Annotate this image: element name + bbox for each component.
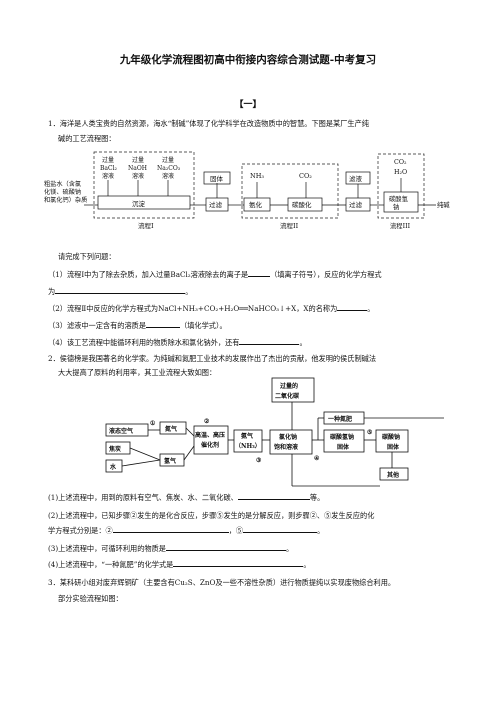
excess-co2-line1: 过量的 — [280, 382, 298, 390]
q1-input-line1: 粗盐水（含氯 — [44, 180, 81, 188]
q2-sub2-line1: (2)上述流程中，已知步骤②发生的是化合反应，步骤⑤发生的是分解反应，则步骤②、… — [48, 511, 375, 520]
nh3-label: NH₃ — [250, 172, 264, 180]
stage2-label: 流程II — [280, 221, 299, 230]
water: 水 — [110, 463, 117, 471]
q1-flow-diagram: 粗盐水（含氯 化镁、硫酸钠 和氯化钙）杂质 过量 BaCl₂ 溶液 过量 NaO… — [44, 151, 450, 230]
soda-label: 纯碱 — [437, 200, 450, 209]
q2-sub1: (1)上述流程中，用到的原料有空气、焦炭、水、二氧化碳、等。 — [48, 493, 325, 502]
q1-sub3: （3）滤液中一定含有的溶质是（填化学式）。 — [48, 321, 227, 330]
brine-line1: 氯化钠 — [279, 433, 297, 441]
catalyst-line1: 高温、高压 — [195, 431, 225, 439]
step2-label: ② — [204, 418, 210, 425]
step1-label: ① — [150, 420, 156, 427]
carbonation-label: 碳酸化 — [292, 200, 312, 209]
q2-sub2-line2: 学方程式分别是：②，⑤。 — [48, 526, 325, 535]
q2-sub4: (4)上述流程中，“一种氮肥”的化学式是。 — [48, 560, 311, 569]
nahco3-line1: 碳酸氢钠 — [330, 433, 354, 441]
nh4cl: 一种氮肥 — [328, 415, 352, 423]
stage3-label: 流程III — [390, 221, 411, 230]
ammonia-line2: （NH₃） — [235, 442, 261, 450]
reagent3-form: 溶液 — [162, 172, 174, 180]
q1-intro-line2: 碱的工艺流程图： — [58, 134, 116, 143]
q1-sub4: （4）该工艺流程中能循环利用的物质除水和氯化钠外，还有。 — [48, 338, 307, 347]
na2co3-line2: 固体 — [387, 443, 400, 451]
co2-out-label: CO₂ — [394, 159, 407, 166]
filter1-label: 过滤 — [209, 200, 223, 209]
page-title: 九年级化学流程图初高中衔接内容综合测试题-中考复习 — [119, 54, 377, 66]
q1-sub1-line2: 为。 — [48, 287, 193, 296]
reagent3-name: Na₂CO₃ — [157, 165, 181, 172]
brine-line2: 饱和溶液 — [274, 443, 299, 451]
reagent1-top: 过量 — [102, 156, 114, 164]
other: 其他 — [387, 471, 399, 479]
q2-sub3: (3)上述流程中，可循环利用的物质是。 — [48, 544, 294, 553]
hydrogen: 氢气 — [164, 457, 176, 465]
catalyst-line2: 催化剂 — [201, 441, 219, 449]
q1-input-line2: 化镁、硫酸钠 — [44, 188, 81, 196]
q1-intro-line1: 1．海洋是人类宝贵的自然资源，海水“制碱”体现了化学科学在改造物质中的智慧。下图… — [48, 119, 369, 128]
reagent2-name: NaOH — [128, 165, 147, 172]
q2-flow-diagram: 液态空气 焦炭 水 ① 氮气 氢气 ② 高温、高压 催化剂 氨气 （NH₃） ③… — [105, 377, 444, 487]
filter2-label: 过滤 — [349, 200, 363, 209]
precipitate-label: 沉淀 — [132, 199, 146, 208]
na2co3-line1: 碳酸钠 — [382, 433, 400, 441]
q1-sub2: （2）流程Ⅱ中反应的化学方程式为NaCl+NH₃+CO₂+H₂O══NaHCO₃… — [48, 304, 375, 313]
reagent1-name: BaCl₂ — [100, 165, 117, 172]
ammonia-line1: 氨气 — [241, 432, 253, 440]
reagent3-top: 过量 — [162, 156, 174, 164]
reagent1-form: 溶液 — [102, 172, 114, 180]
step5-label: ⑤ — [367, 429, 373, 436]
step3-label: ③ — [256, 457, 262, 464]
q2-intro-line1: 2．侯德榜是我国著名的化学家。为纯碱和氮肥工业技术的发展作出了杰出的贡献，他发明… — [48, 354, 377, 363]
h2o-out-label: H₂O — [394, 169, 407, 176]
stage1-label: 流程I — [138, 221, 154, 230]
excess-co2-line2: 二氧化碳 — [275, 392, 300, 400]
stage1-region — [93, 151, 195, 219]
reagent2-top: 过量 — [132, 156, 144, 164]
q1-prompt: 请完成下列问题： — [58, 252, 116, 261]
q1-input-line3: 和氯化钙）杂质 — [44, 196, 87, 204]
ammoniation-label: 氨化 — [249, 200, 263, 209]
stage2-region — [241, 163, 339, 219]
stage3-region — [377, 153, 425, 219]
step4-label: ④ — [314, 455, 320, 462]
q2-intro-line2: 大大提高了原料的利用率，其工业流程大致如图： — [58, 368, 217, 377]
bicarb-line2: 钠 — [393, 202, 399, 211]
nitrogen: 氮气 — [165, 425, 177, 433]
coke: 焦炭 — [108, 445, 121, 453]
q3-line1: 3．某科研小组对废弃辉铜矿（主要含有Cu₂S、ZnO及一些不溶性杂质）进行物质提… — [48, 578, 396, 587]
q3-line2: 部分实验流程如图： — [58, 594, 123, 603]
section-heading: 【一】 — [234, 100, 262, 110]
liquid-air: 液态空气 — [109, 427, 133, 435]
solid-label: 固体 — [210, 174, 224, 183]
filtrate-label: 滤液 — [349, 174, 363, 183]
q1-sub1-line1: （1）流程Ⅰ中为了除去杂质，加入过量BaCl₂溶液除去的离子是（填离子符号），反… — [48, 270, 382, 279]
reagent2-form: 溶液 — [132, 172, 144, 180]
bicarb-line1: 碳酸氢 — [389, 194, 409, 203]
nahco3-line2: 固体 — [337, 443, 350, 451]
co2-label: CO₂ — [299, 172, 312, 180]
